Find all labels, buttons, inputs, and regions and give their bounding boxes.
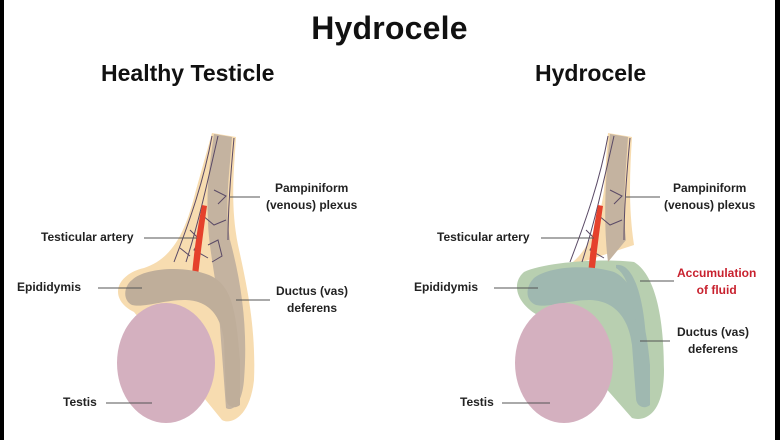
pampiniform-veins (173, 135, 235, 263)
vas-lower (616, 264, 646, 340)
label-testicular-artery: Testicular artery (41, 230, 134, 244)
testis (117, 303, 215, 423)
label-line-1: Pampiniform (275, 181, 349, 195)
label-line-2: (venous) plexus (664, 198, 756, 212)
label-line-2: of fluid (696, 283, 737, 297)
leader-lines (98, 196, 674, 404)
panel-title-hydrocele: Hydrocele (535, 60, 647, 86)
spermatic-cord (605, 134, 628, 262)
label-line-2: deferens (287, 301, 338, 315)
label-testis: Testis (63, 395, 97, 409)
label-pampiniform-plexus: Pampiniform (venous) plexus (664, 180, 755, 214)
healthy-testicle-illustration (117, 133, 255, 423)
label-line-2: deferens (688, 342, 739, 356)
testicular-artery (588, 205, 603, 276)
label-pampiniform-plexus: Pampiniform (venous) plexus (266, 180, 357, 214)
label-line-1: Pampiniform (673, 181, 747, 195)
illustration (98, 133, 674, 423)
hydrocele-illustration (515, 133, 664, 423)
label-line-1: Ductus (vas) (677, 325, 750, 339)
label-testis: Testis (460, 395, 494, 409)
label-line-1: Ductus (vas) (276, 284, 349, 298)
label-ductus-deferens: Ductus (vas) deferens (276, 283, 348, 317)
epididymis (125, 268, 240, 408)
diagram-canvas: Hydrocele Healthy Testicle Hydrocele (4, 0, 775, 440)
label-testicular-artery: Testicular artery (437, 230, 530, 244)
label-line-2: (venous) plexus (266, 198, 358, 212)
label-line-1: Accumulation (677, 266, 757, 280)
testicular-artery (192, 205, 207, 276)
label-ductus-deferens: Ductus (vas) deferens (677, 324, 749, 358)
epididymis (527, 267, 650, 408)
panel-title-healthy: Healthy Testicle (101, 60, 275, 86)
label-epididymis: Epididymis (17, 280, 82, 294)
main-title: Hydrocele (311, 10, 468, 46)
label-accumulation-of-fluid: Accumulation of fluid (677, 265, 756, 299)
testis (515, 303, 613, 423)
label-epididymis: Epididymis (414, 280, 479, 294)
